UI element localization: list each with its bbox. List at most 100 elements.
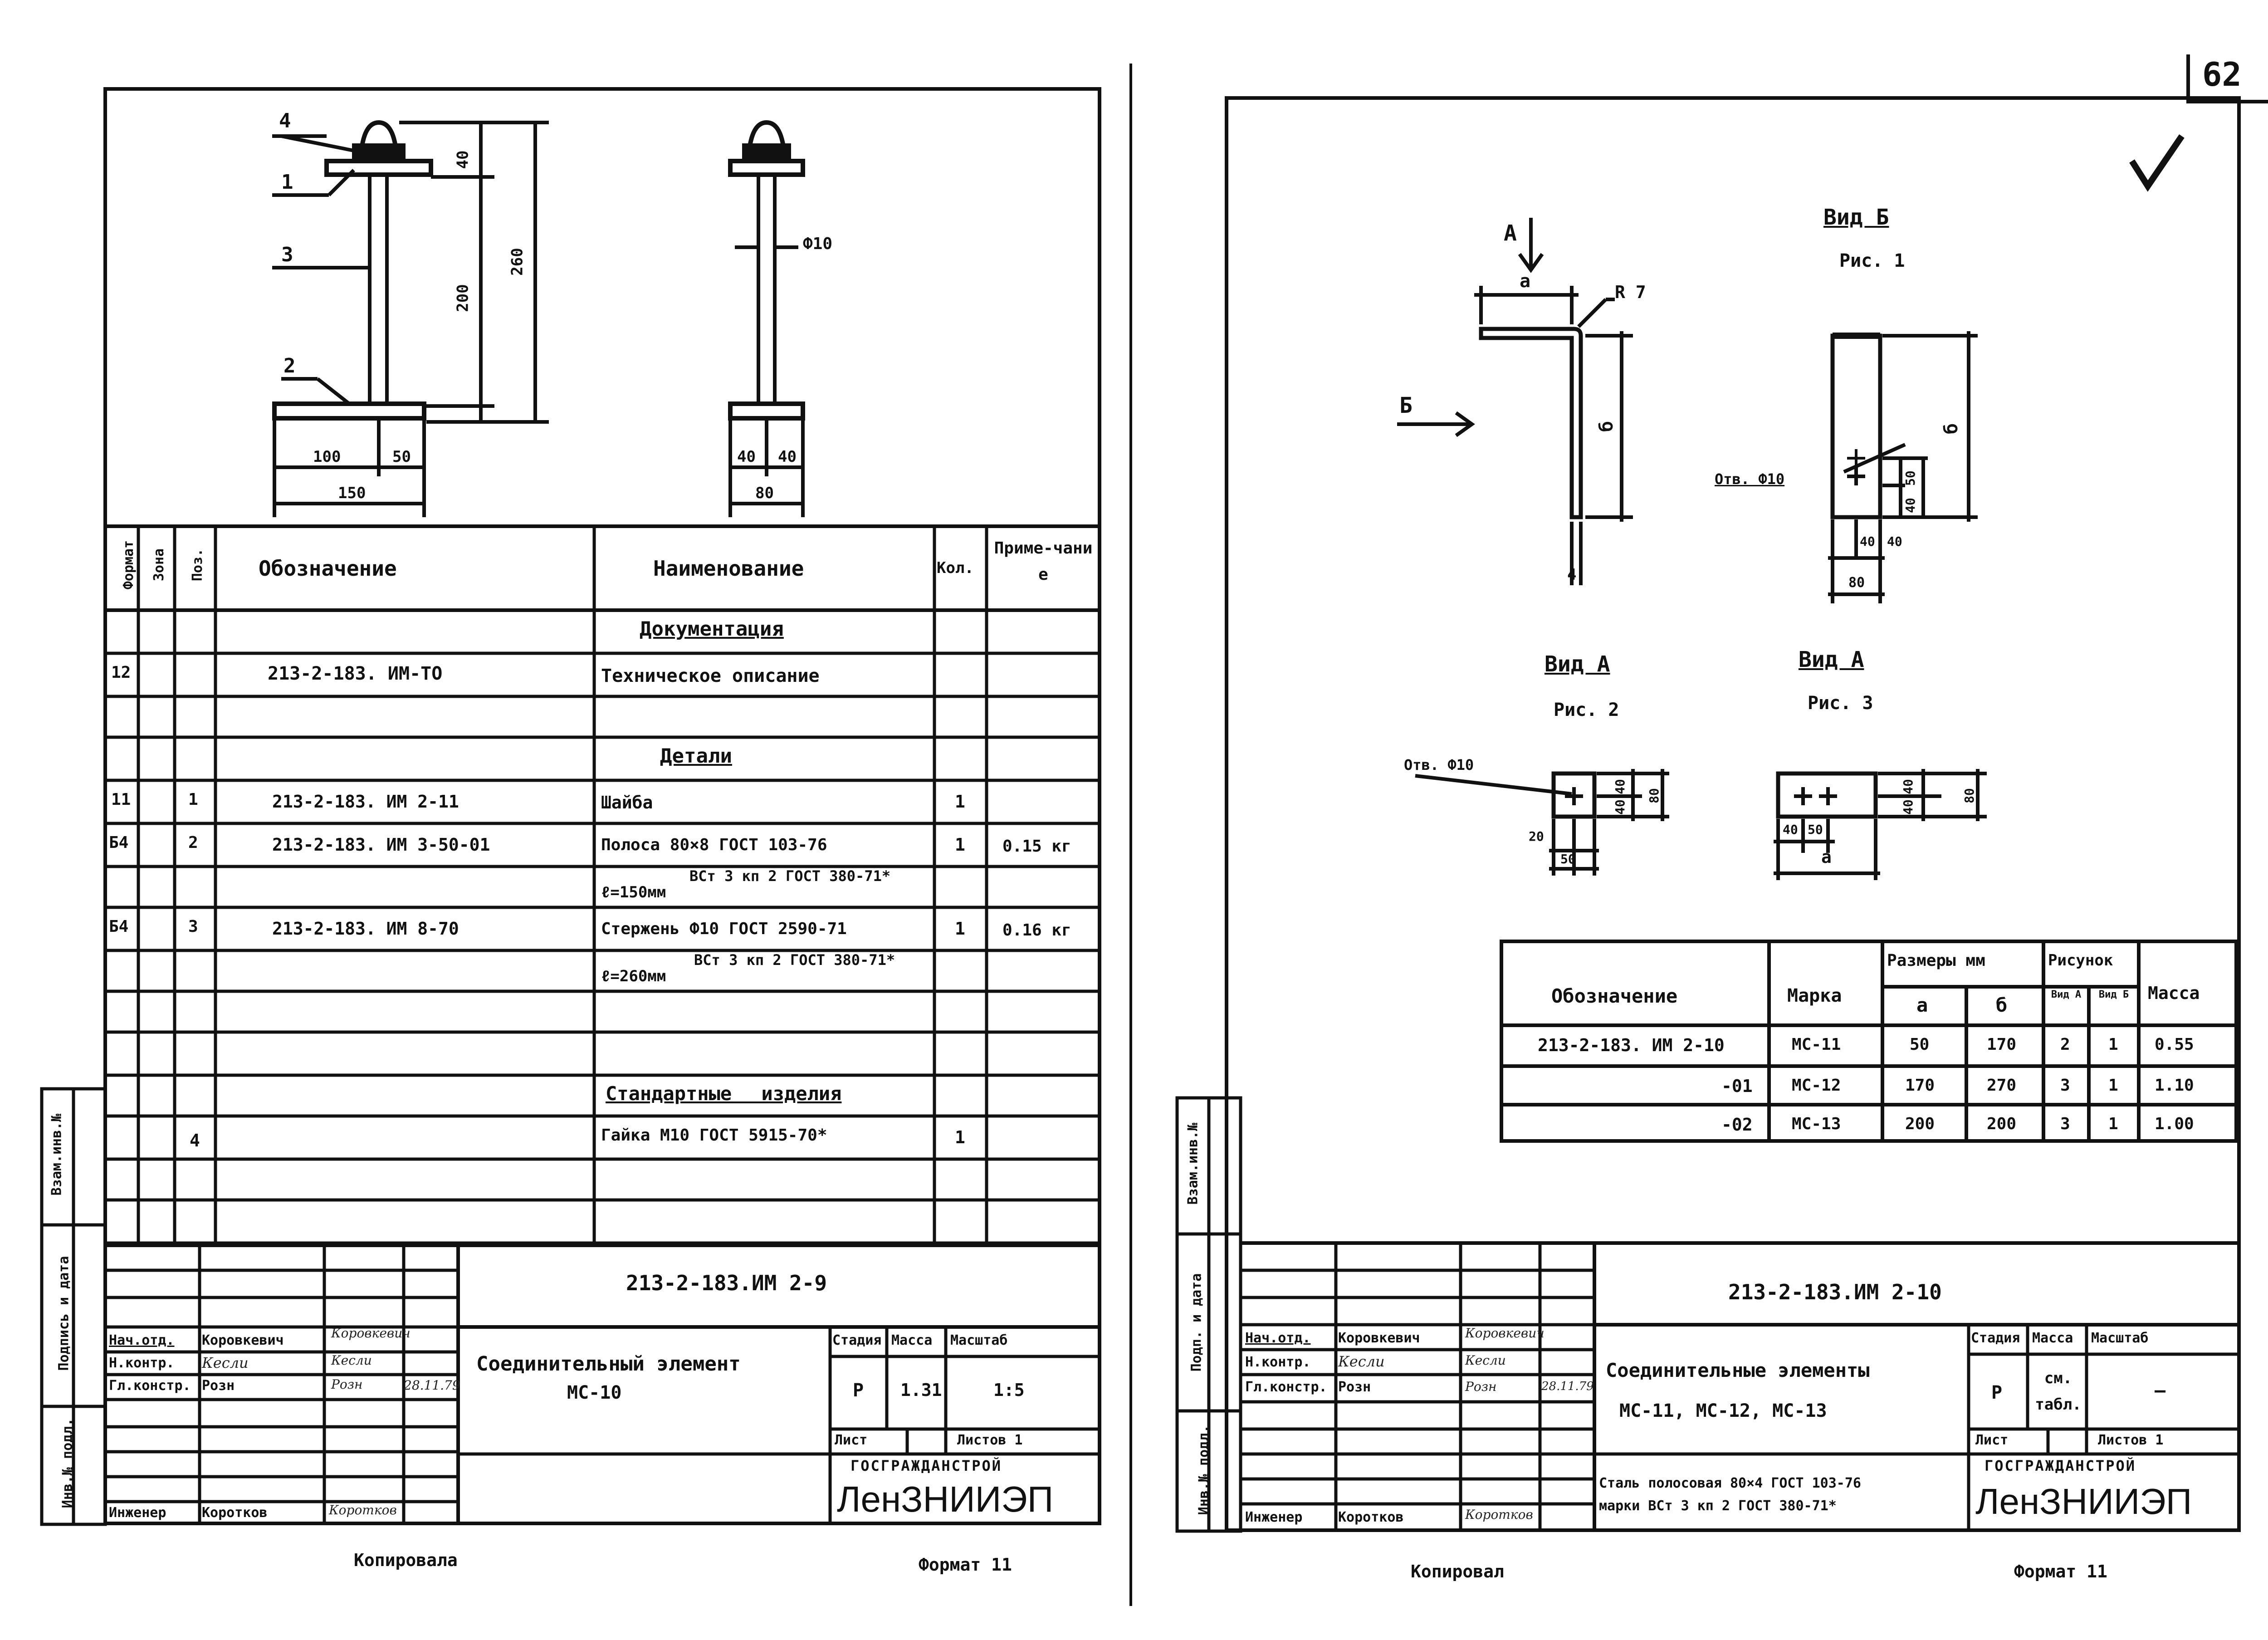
- dim-40-label: 40: [1612, 779, 1628, 794]
- role-label: Нач.отд.: [109, 1332, 175, 1348]
- dim-40-label: 40: [1612, 799, 1628, 815]
- dim-40-label: 40: [1900, 779, 1916, 794]
- role-signature: Кесли: [1465, 1353, 1506, 1368]
- title-line1: Соединительный элемент: [476, 1352, 741, 1376]
- role-date: 28.11.79: [404, 1378, 460, 1393]
- fig1-title: Рис. 1: [1839, 250, 1905, 271]
- fig3-title: Рис. 3: [1808, 693, 1873, 714]
- spec-row-format: Б4: [109, 917, 129, 936]
- fig2-title: Рис. 2: [1554, 700, 1619, 720]
- right-title-grid: [1241, 1241, 2241, 1531]
- spec-row-note: 0.15 кг: [1002, 837, 1071, 856]
- value-scale: –: [2155, 1380, 2166, 1401]
- dim-50-label: 50: [1560, 852, 1576, 867]
- table-cell-mark: МС-13: [1792, 1115, 1841, 1133]
- role-signature: Розн: [331, 1377, 363, 1392]
- role-name: Розн: [202, 1378, 235, 1394]
- sheets-label: Листов 1: [957, 1432, 1023, 1448]
- hole-label-1: Отв. Ф10: [1715, 470, 1785, 488]
- material-line2: марки ВСт 3 кп 2 ГОСТ 380-71*: [1599, 1498, 1837, 1514]
- spec-row-designation: 213-2-183. ИМ-ТО: [268, 663, 443, 684]
- spec-header-note: Приме-чание: [994, 539, 1093, 584]
- dim-50-label: 50: [1902, 470, 1918, 486]
- radius-label: R 7: [1615, 282, 1646, 302]
- role-label: Нач.отд.: [1245, 1330, 1311, 1346]
- dim-a-label: a: [1520, 271, 1531, 292]
- callout-1: 1: [281, 171, 293, 194]
- table-cell-a: 170: [1905, 1076, 1935, 1095]
- side-label-inv: Инв.№ подл.: [1196, 1425, 1212, 1515]
- footer-format: Формат 11: [919, 1555, 1012, 1575]
- spec-row-qty: 1: [955, 835, 965, 855]
- value-stage: Р: [1991, 1382, 2003, 1403]
- table-cell-view-a: 3: [2060, 1115, 2070, 1133]
- spec-row-pos: 2: [188, 833, 198, 852]
- dim-phi: Ф10: [803, 235, 833, 253]
- left-side-view: [728, 120, 805, 517]
- marks-table-grid: [1500, 940, 2238, 1143]
- dim-40-label: 40: [1902, 498, 1918, 513]
- value-mass: см. табл.: [2035, 1369, 2082, 1414]
- title-line1: Соединительные элементы: [1606, 1359, 1870, 1381]
- view-a-title-fig3: Вид А: [1799, 647, 1864, 672]
- callout-3: 3: [281, 243, 293, 266]
- table-cell-mark: МС-12: [1792, 1076, 1841, 1095]
- dim-80-label: 80: [1646, 788, 1662, 803]
- table-cell-designation: -01: [1721, 1076, 1753, 1096]
- dim-50-label: 50: [1808, 822, 1823, 837]
- dim-20-label: 20: [1529, 829, 1544, 844]
- role-name: Коротков: [202, 1505, 268, 1521]
- spec-section-details: Детали: [660, 744, 732, 768]
- dim-50: 50: [392, 448, 411, 466]
- spec-row-name: Шайба: [601, 793, 653, 813]
- table-cell-a: 50: [1910, 1035, 1930, 1054]
- header-stage: Стадия: [832, 1332, 882, 1348]
- table-header-sizes: Размеры мм: [1887, 951, 1985, 970]
- dim-b-label-2: б: [1941, 423, 1962, 435]
- table-cell-b: 170: [1987, 1035, 2017, 1054]
- spec-row-length: ℓ=150мм: [601, 883, 666, 901]
- arrow-b-label: Б: [1399, 393, 1413, 418]
- role-name: Коровкевич: [1338, 1330, 1420, 1346]
- spec-row-steel: ВСт 3 кп 2 ГОСТ 380-71*: [694, 951, 895, 969]
- table-cell-view-a: 3: [2060, 1076, 2070, 1095]
- spec-row-name: Полоса 80×8 ГОСТ 103-76: [601, 836, 827, 854]
- spec-header-name: Наименование: [653, 556, 804, 581]
- role-label: Н.контр.: [1245, 1354, 1311, 1370]
- view-a-title-fig2: Вид А: [1545, 651, 1610, 677]
- role-name: Кесли: [202, 1354, 249, 1371]
- role-signature: Коровкевич: [1465, 1326, 1545, 1341]
- value-mass: 1.31: [900, 1380, 942, 1400]
- footer-format: Формат 11: [2014, 1562, 2107, 1581]
- header-scale: Масштаб: [950, 1332, 1008, 1348]
- left-title-grid: [105, 1243, 1100, 1524]
- table-cell-b: 200: [1987, 1115, 2017, 1133]
- spec-row-pos: 4: [190, 1131, 200, 1150]
- view-b-title: Вид Б: [1823, 205, 1889, 230]
- spec-row-format: Б4: [109, 833, 129, 852]
- role-name: Кесли: [1338, 1353, 1385, 1370]
- sheet-label: Лист: [1975, 1432, 2009, 1448]
- page-number-box: [2186, 54, 2268, 103]
- role-label: Гл.констр.: [109, 1378, 191, 1394]
- right-sheet-frame: [1225, 96, 2241, 1532]
- right-side-strip: [1175, 1096, 1242, 1533]
- dim-40-label: 40: [1887, 534, 1902, 549]
- value-scale: 1:5: [993, 1380, 1025, 1400]
- role-name: Розн: [1338, 1379, 1371, 1395]
- table-cell-view-b: 1: [2108, 1076, 2118, 1095]
- table-header-mass: Масса: [2148, 983, 2200, 1003]
- spec-row-steel: ВСт 3 кп 2 ГОСТ 380-71*: [689, 867, 891, 885]
- dim-b-label: б: [1596, 421, 1618, 432]
- title-line2: МС-11, МС-12, МС-13: [1619, 1400, 1827, 1421]
- spec-row-designation: 213-2-183. ИМ 8-70: [272, 919, 459, 939]
- spec-row-name: Гайка М10 ГОСТ 5915-70*: [601, 1126, 827, 1145]
- table-header-b: б: [1996, 994, 2008, 1016]
- dim-40-label: 40: [1783, 822, 1798, 837]
- org-logo: ЛенЗНИИЭП: [837, 1479, 1054, 1519]
- dim-40-label: 40: [1860, 534, 1875, 549]
- dim-150: 150: [338, 484, 366, 502]
- table-header-figure: Рисунок: [2048, 951, 2113, 969]
